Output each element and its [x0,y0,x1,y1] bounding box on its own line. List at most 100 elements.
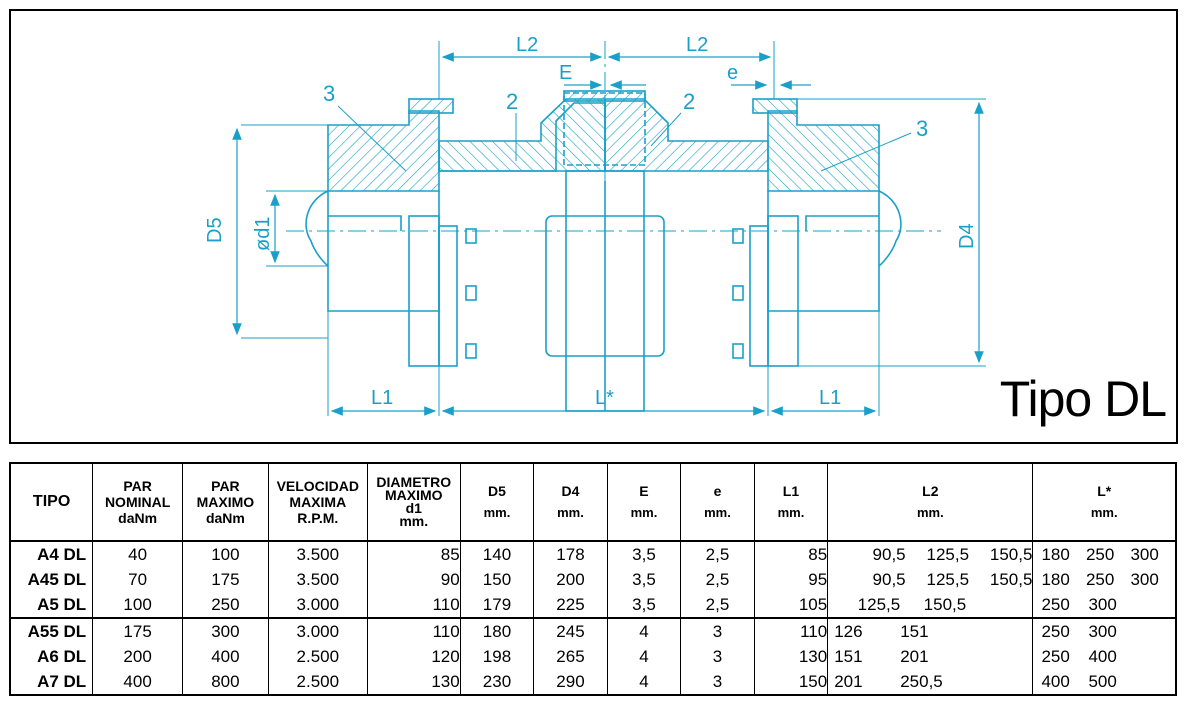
cell-l1: 110 [754,617,829,644]
dim-d5: D5 [204,217,226,243]
cell-e: 2,5 [680,567,755,592]
cell-diametro: 110 [367,592,461,618]
dim-l1-right: L1 [819,387,841,409]
cell-d5: 230 [460,669,535,695]
cell-d5: 179 [460,592,535,618]
l2-value: 201 [900,646,929,666]
cell-par-maximo: 100 [182,541,269,567]
cell-par-nominal: 175 [92,617,184,644]
cell-velocidad: 2.500 [268,669,368,695]
l2-value: 125,5 [926,569,970,589]
cell-l1: 130 [754,644,829,669]
l2-value: 150,5 [989,544,1033,564]
cell-tipo: A6 DL [10,644,94,669]
part-2-right: 2 [683,89,695,114]
cell-e: 2,5 [680,592,755,618]
dim-l-star: L* [595,387,614,409]
l2-value: 151 [900,621,929,641]
cell-velocidad: 3.500 [268,567,368,592]
lstar-value: 500 [1088,671,1117,691]
cell-E: 4 [607,644,682,669]
drawing-title: Tipo DL [999,371,1167,427]
cell-l1: 150 [754,669,829,695]
cell-velocidad: 3.500 [268,541,368,567]
cell-d5: 150 [460,567,535,592]
cell-l1: 85 [754,541,829,567]
lstar-value: 300 [1088,621,1117,641]
cell-diametro: 85 [367,541,461,567]
cell-E: 3,5 [607,592,682,618]
header-lstar: L*mm. [1032,463,1176,542]
cell-d5: 140 [460,541,535,567]
lstar-value: 250 [1085,544,1115,564]
cell-lstar: 400 500 [1033,669,1176,695]
cell-d5: 198 [460,644,535,669]
cell-l1: 95 [754,567,829,592]
cell-e: 3 [680,617,755,644]
l2-value: 125,5 [926,544,970,564]
cell-par-nominal: 40 [92,541,184,567]
dim-e-upper: E [559,62,572,84]
lstar-value: 300 [1130,569,1159,589]
cell-velocidad: 3.000 [268,617,368,644]
cell-d4: 178 [533,541,608,567]
cell-par-nominal: 100 [92,592,184,618]
cell-e: 3 [680,644,755,669]
cell-d4: 200 [533,567,608,592]
cell-par-maximo: 800 [182,669,269,695]
l2-value: 90,5 [872,569,906,589]
cell-E: 4 [607,617,682,644]
cell-diametro: 110 [367,617,461,644]
dim-l2-left: L2 [516,34,538,56]
cell-d4: 245 [533,617,608,644]
dim-l2-right: L2 [686,34,708,56]
cell-tipo: A45 DL [10,567,94,592]
l2-value: 201 [834,671,863,691]
cell-l2: 201 250,5 [827,669,1034,695]
coupling-cross-section: L2 L2 E e D5 ød1 D4 L1 L* L1 3 2 2 3 [204,34,986,416]
cell-E: 3,5 [607,541,682,567]
cell-velocidad: 3.000 [268,592,368,618]
cell-tipo: A4 DL [10,541,94,567]
cell-par-maximo: 300 [182,617,269,644]
cell-diametro: 120 [367,644,461,669]
dim-d1: ød1 [252,217,274,251]
cell-l2: 151 201 [827,644,1034,669]
cell-e: 2,5 [680,541,755,567]
dim-d4: D4 [956,223,978,249]
cell-d4: 225 [533,592,608,618]
technical-drawing: L2 L2 E e D5 ød1 D4 L1 L* L1 3 2 2 3 Tip… [9,9,1178,444]
lstar-value: 400 [1041,671,1070,691]
part-3-left: 3 [323,81,335,106]
lstar-value: 400 [1088,646,1117,666]
l2-value: 250,5 [900,671,943,691]
header-tipo: TIPO [10,463,94,542]
lstar-value: 180 [1041,544,1070,564]
l2-value: 151 [834,646,863,666]
lstar-value: 250 [1085,569,1115,589]
l2-value: 150,5 [989,569,1033,589]
cell-e: 3 [680,669,755,695]
cell-par-nominal: 70 [92,567,184,592]
cell-diametro: 130 [367,669,461,695]
lstar-value: 180 [1041,569,1070,589]
